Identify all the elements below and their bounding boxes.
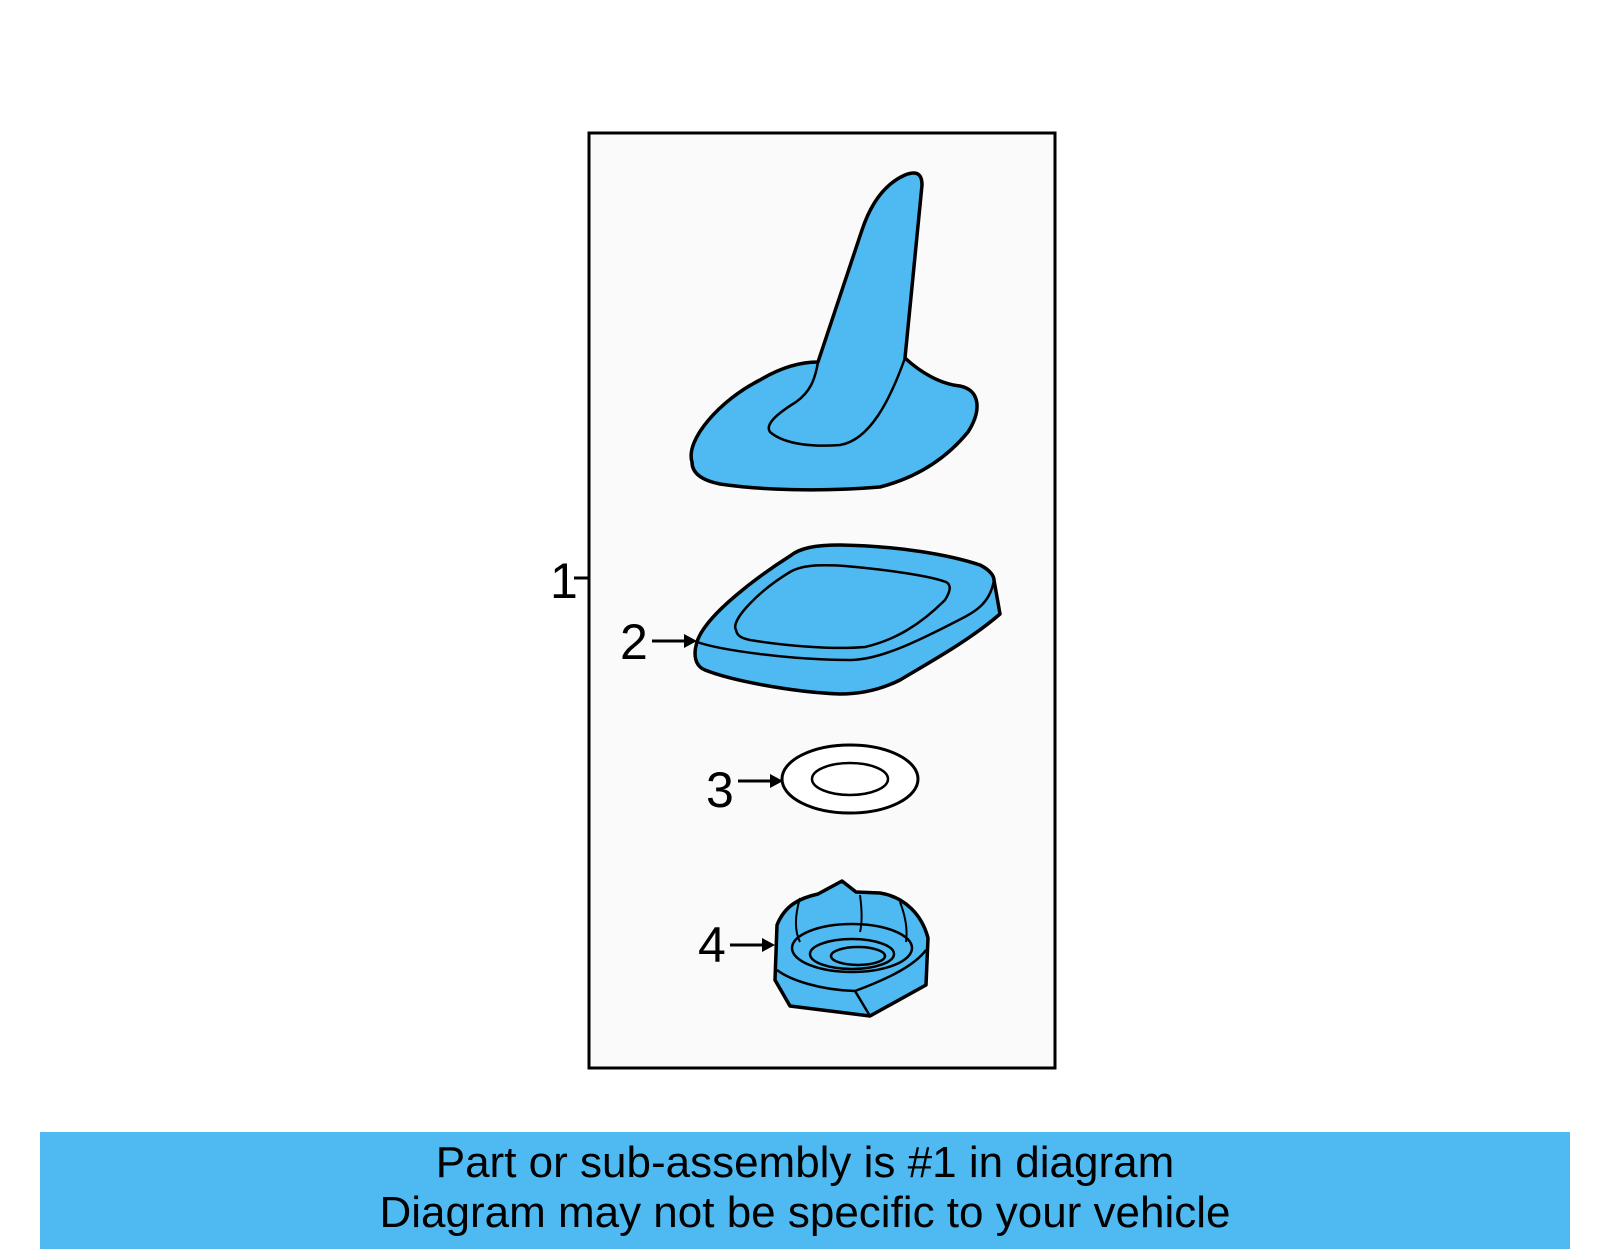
gasket-inner <box>810 761 890 797</box>
gasket-part <box>780 743 920 815</box>
antenna-cover-shape <box>689 171 979 492</box>
antenna-cover-inner-line <box>767 357 907 447</box>
callout-3-arrowhead <box>770 774 783 788</box>
mount-rib-mid <box>859 894 863 933</box>
callout-4-arrowhead <box>762 938 775 952</box>
mount-rib-right <box>899 901 908 943</box>
mount-shape <box>773 879 930 1018</box>
base-pad-part <box>693 543 1002 696</box>
mount-inner-ring <box>808 937 896 971</box>
antenna-cover-part <box>689 171 979 492</box>
mount-center-hole <box>829 945 887 967</box>
callout-2-arrowhead <box>684 634 697 648</box>
mount-rim-ellipse <box>790 922 914 974</box>
callout-4-label: 4 <box>698 917 726 973</box>
callout-1-label: 1 <box>550 553 578 609</box>
callout-2-label: 2 <box>620 614 648 670</box>
mount-rib-left <box>794 897 801 943</box>
mount-side-line <box>776 968 872 1017</box>
base-pad-inner-recess <box>734 564 951 650</box>
callout-3-label: 3 <box>706 762 734 818</box>
mount-side-line-right <box>854 949 928 993</box>
banner-line-2: Diagram may not be specific to your vehi… <box>379 1188 1231 1237</box>
gasket-outer <box>780 743 920 815</box>
banner-line-1: Part or sub-assembly is #1 in diagram <box>435 1138 1175 1187</box>
disclaimer-banner: Part or sub-assembly is #1 in diagram Di… <box>40 1132 1570 1249</box>
mount-part <box>773 879 930 1018</box>
base-pad-rim <box>696 579 996 662</box>
